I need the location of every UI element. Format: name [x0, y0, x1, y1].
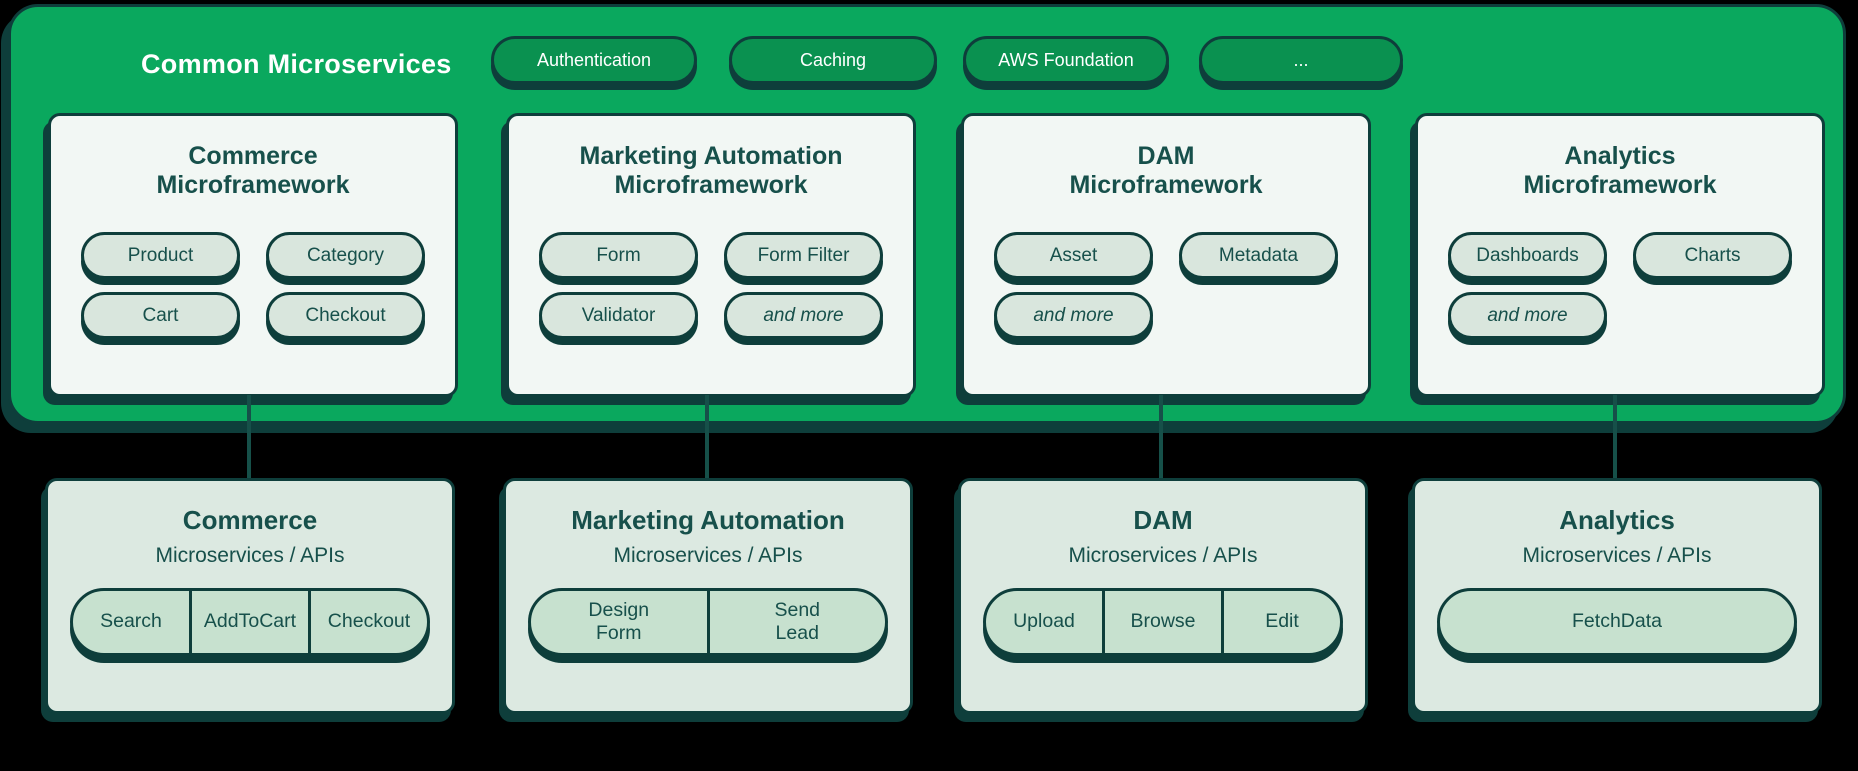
microframework-card-analytics: Analytics Microframework Dashboards Char… [1415, 113, 1825, 397]
feature-pill-dashboards: Dashboards [1448, 232, 1607, 279]
api-segment-edit: Edit [1221, 591, 1340, 653]
service-title: Analytics [1559, 505, 1675, 535]
feature-pill-cart: Cart [81, 292, 240, 339]
feature-pill-charts: Charts [1633, 232, 1792, 279]
service-title: Marketing Automation [571, 505, 845, 535]
common-microservices-container: Common Microservices Authentication Cach… [8, 4, 1846, 424]
feature-pill-group: Product Category Cart Checkout [51, 232, 455, 339]
header-pill-aws-foundation: AWS Foundation [963, 36, 1169, 84]
service-subtitle: Microservices / APIs [1522, 544, 1712, 567]
microframework-card-commerce: Commerce Microframework Product Category… [48, 113, 458, 397]
feature-pill-validator: Validator [539, 292, 698, 339]
api-pill-group: Search AddToCart Checkout [70, 588, 430, 656]
header-pill-authentication: Authentication [491, 36, 697, 84]
feature-pill-product: Product [81, 232, 240, 279]
api-pill-group: Design Form Send Lead [528, 588, 888, 656]
feature-pill-and-more: and more [994, 292, 1153, 339]
header-pill-more: ... [1199, 36, 1403, 84]
feature-pill-and-more: and more [1448, 292, 1607, 339]
microframework-card-dam: DAM Microframework Asset Metadata and mo… [961, 113, 1371, 397]
service-subtitle: Microservices / APIs [613, 544, 803, 567]
api-segment-search: Search [100, 610, 162, 633]
service-card-analytics: Analytics Microservices / APIs FetchData [1412, 478, 1822, 714]
api-pill-group: FetchData [1437, 588, 1797, 656]
api-segment-design-form: Design Form [588, 598, 650, 644]
card-title: Commerce Microframework [156, 142, 350, 199]
header-pill-caching: Caching [729, 36, 937, 84]
feature-pill-form-filter: Form Filter [724, 232, 883, 279]
connector-line-commerce [247, 395, 251, 478]
api-segment-upload: Upload [1013, 610, 1075, 633]
api-segment-browse: Browse [1102, 591, 1221, 653]
card-title: Analytics Microframework [1523, 142, 1717, 199]
feature-pill-metadata: Metadata [1179, 232, 1338, 279]
service-subtitle: Microservices / APIs [155, 544, 345, 567]
service-title: DAM [1133, 505, 1193, 535]
service-card-dam: DAM Microservices / APIs Upload Browse E… [958, 478, 1368, 714]
api-segment-checkout: Checkout [308, 591, 427, 653]
diagram-title: Common Microservices [141, 49, 452, 79]
microframework-card-marketing-automation: Marketing Automation Microframework Form… [506, 113, 916, 397]
feature-pill-category: Category [266, 232, 425, 279]
service-title: Commerce [182, 505, 318, 535]
service-card-commerce: Commerce Microservices / APIs Search Add… [45, 478, 455, 714]
feature-pill-form: Form [539, 232, 698, 279]
feature-pill-and-more: and more [724, 292, 883, 339]
api-segment-addtocart: AddToCart [189, 591, 308, 653]
feature-pill-group: Dashboards Charts and more [1418, 232, 1822, 339]
card-title: Marketing Automation Microframework [579, 142, 843, 199]
api-segment-send-lead: Send Lead [706, 591, 886, 653]
api-pill-group: Upload Browse Edit [983, 588, 1343, 656]
connector-line-marketing-automation [705, 395, 709, 478]
feature-pill-checkout: Checkout [266, 292, 425, 339]
api-segment-fetchdata: FetchData [1572, 610, 1662, 633]
connector-line-analytics [1613, 395, 1617, 478]
connector-line-dam [1159, 395, 1163, 478]
service-card-marketing-automation: Marketing Automation Microservices / API… [503, 478, 913, 714]
service-subtitle: Microservices / APIs [1068, 544, 1258, 567]
card-title: DAM Microframework [1069, 142, 1263, 199]
feature-pill-asset: Asset [994, 232, 1153, 279]
feature-pill-group: Asset Metadata and more [964, 232, 1368, 339]
feature-pill-group: Form Form Filter Validator and more [509, 232, 913, 339]
